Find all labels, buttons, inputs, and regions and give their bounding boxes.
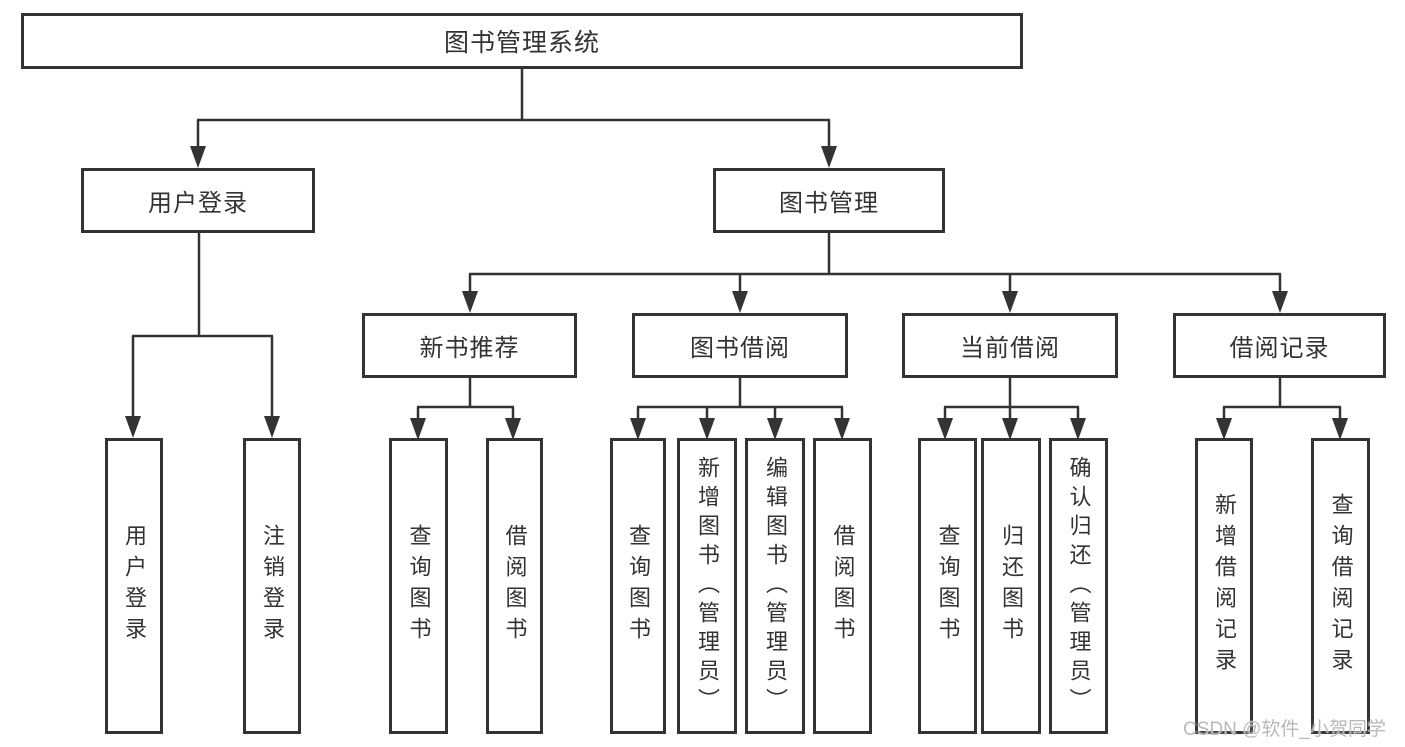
node-book-management-label: 图书管理 (779, 190, 879, 217)
node-book-borrow-label: 图书借阅 (690, 335, 790, 362)
node-root-label: 图书管理系统 (443, 29, 600, 57)
leaf-user-login-label: 用户登录 (122, 524, 147, 648)
node-new-book-recommend: 新书推荐 (362, 313, 577, 378)
leaf-add-books-admin-label: 新增图书（管理员） (695, 455, 720, 717)
node-book-borrow: 图书借阅 (632, 313, 848, 378)
csdn-watermark: CSDN @软件_小贺同学 (1183, 719, 1386, 740)
leaf-query-books-borrow-label: 查询图书 (626, 524, 651, 648)
leaf-borrow-books-recommend: 借阅图书 (486, 438, 543, 734)
node-current-borrow-label: 当前借阅 (960, 335, 1060, 362)
leaf-borrow-books-recommend-label: 借阅图书 (502, 524, 528, 648)
connector-borrow-records-children (1216, 378, 1348, 440)
leaf-user-login: 用户登录 (105, 438, 163, 734)
node-root-library-management-system: 图书管理系统 (21, 13, 1023, 69)
leaf-add-borrow-record-label: 新增借阅记录 (1212, 493, 1237, 679)
leaf-add-borrow-record: 新增借阅记录 (1195, 438, 1253, 734)
leaf-logout: 注销登录 (243, 438, 301, 734)
node-current-borrow: 当前借阅 (902, 313, 1118, 378)
leaf-edit-books-admin-label: 编辑图书（管理员） (763, 455, 788, 717)
leaf-query-borrow-record-label: 查询借阅记录 (1328, 493, 1354, 679)
leaf-query-books-borrow: 查询图书 (610, 438, 666, 734)
leaf-query-books-recommend: 查询图书 (389, 438, 448, 734)
leaf-query-books-current: 查询图书 (918, 438, 977, 734)
leaf-query-books-current-label: 查询图书 (935, 524, 961, 648)
connector-current-borrow-children (937, 378, 1086, 440)
leaf-add-books-admin: 新增图书（管理员） (677, 438, 737, 734)
connector-new-book-recommend-children (410, 378, 521, 440)
leaf-query-borrow-record: 查询借阅记录 (1311, 438, 1370, 734)
node-user-login-label: 用户登录 (148, 190, 248, 217)
connector-book-management-to-level3 (462, 233, 1288, 313)
leaf-confirm-return-admin-label: 确认归还（管理员） (1066, 455, 1092, 717)
node-book-management: 图书管理 (713, 168, 945, 233)
node-new-book-recommend-label: 新书推荐 (419, 335, 520, 362)
leaf-logout-label: 注销登录 (260, 524, 285, 648)
leaf-query-books-recommend-label: 查询图书 (406, 524, 432, 648)
leaf-edit-books-admin: 编辑图书（管理员） (745, 438, 805, 734)
connector-root-to-level2 (190, 69, 837, 168)
node-borrow-records: 借阅记录 (1173, 313, 1386, 378)
node-borrow-records-label: 借阅记录 (1229, 335, 1330, 362)
leaf-return-books: 归还图书 (981, 438, 1041, 734)
node-user-login: 用户登录 (81, 168, 315, 233)
leaf-return-books-label: 归还图书 (999, 524, 1024, 648)
leaf-borrow-books: 借阅图书 (813, 438, 872, 734)
connector-book-borrow-children (630, 378, 850, 440)
leaf-confirm-return-admin: 确认归还（管理员） (1049, 438, 1108, 734)
connector-user-login-children (125, 233, 280, 438)
leaf-borrow-books-label: 借阅图书 (830, 524, 856, 648)
